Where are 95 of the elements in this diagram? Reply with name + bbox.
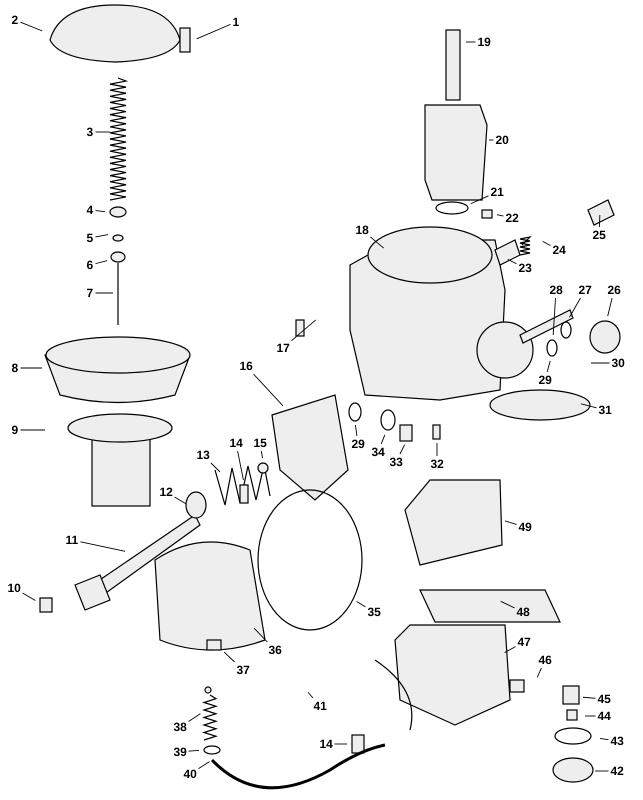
leader-line bbox=[198, 761, 210, 770]
leader-line bbox=[504, 646, 516, 654]
callout-number: 9 bbox=[10, 423, 20, 437]
leader-line bbox=[380, 434, 386, 444]
callout-number: 14 bbox=[228, 436, 244, 450]
callout-number: 2 bbox=[10, 13, 20, 27]
callout-number: 6 bbox=[86, 258, 94, 272]
leader-line bbox=[600, 738, 609, 740]
leader-line bbox=[370, 236, 384, 249]
callout-number: 26 bbox=[606, 283, 622, 297]
callout-number: 45 bbox=[596, 692, 612, 706]
leader-line bbox=[546, 360, 551, 372]
leader-line bbox=[291, 320, 316, 342]
leader-line bbox=[80, 541, 126, 552]
callout-number: 1 bbox=[232, 15, 240, 29]
leader-line bbox=[308, 692, 314, 698]
leader-line bbox=[188, 750, 200, 752]
leader-line bbox=[598, 214, 600, 228]
callout-number: 5 bbox=[86, 231, 94, 245]
callout-number: 27 bbox=[578, 283, 593, 297]
callout-number: 22 bbox=[504, 211, 520, 225]
leader-line bbox=[504, 520, 517, 525]
leader-line bbox=[22, 592, 36, 601]
callout-number: 35 bbox=[366, 605, 382, 619]
callout-number: 46 bbox=[538, 653, 553, 667]
leader-line bbox=[594, 770, 609, 772]
callout-number: 16 bbox=[238, 359, 254, 373]
callout-number: 28 bbox=[548, 283, 564, 297]
leader-line bbox=[507, 258, 517, 264]
callout-number: 11 bbox=[64, 533, 80, 547]
callout-number: 31 bbox=[598, 403, 613, 417]
callout-number: 14 bbox=[318, 737, 334, 751]
callout-number: 44 bbox=[596, 709, 612, 723]
leader-line bbox=[210, 462, 220, 472]
callout-number: 23 bbox=[518, 261, 533, 275]
callout-number: 36 bbox=[268, 643, 283, 657]
callout-number: 15 bbox=[252, 436, 268, 450]
callout-number: 37 bbox=[236, 663, 251, 677]
callout-number: 49 bbox=[518, 520, 533, 534]
leader-line bbox=[237, 450, 244, 480]
leader-line bbox=[95, 292, 114, 294]
leader-line bbox=[20, 22, 43, 32]
callout-number: 8 bbox=[10, 361, 20, 375]
callout-number: 29 bbox=[538, 373, 553, 387]
leader-line bbox=[536, 668, 542, 678]
callout-number: 21 bbox=[490, 185, 505, 199]
callout-number: 29 bbox=[350, 437, 366, 451]
callout-number: 41 bbox=[312, 699, 328, 713]
callout-number: 10 bbox=[6, 581, 22, 595]
callout-number: 3 bbox=[86, 125, 94, 139]
leader-line bbox=[356, 601, 366, 608]
leader-line bbox=[580, 403, 597, 408]
leader-line bbox=[196, 24, 231, 40]
callout-number: 43 bbox=[610, 734, 625, 748]
callout-number: 32 bbox=[430, 457, 445, 471]
leader-line bbox=[174, 496, 186, 504]
callout-number: 20 bbox=[494, 133, 510, 147]
callout-number: 39 bbox=[172, 745, 188, 759]
callout-number: 24 bbox=[552, 243, 567, 257]
leader-line bbox=[582, 696, 596, 699]
leader-line bbox=[542, 240, 551, 246]
callout-number: 34 bbox=[370, 445, 386, 459]
leader-line bbox=[224, 652, 236, 662]
callout-number: 33 bbox=[388, 455, 404, 469]
leader-line bbox=[95, 210, 106, 212]
callout-number: 12 bbox=[158, 485, 174, 499]
callout-number: 13 bbox=[196, 448, 211, 462]
leader-line bbox=[500, 600, 515, 608]
callout-number: 17 bbox=[276, 341, 291, 355]
callout-number: 4 bbox=[86, 203, 94, 217]
leader-line bbox=[590, 362, 610, 364]
callout-number: 40 bbox=[182, 767, 198, 781]
leader-line bbox=[95, 260, 108, 264]
callout-number: 19 bbox=[476, 35, 492, 49]
callout-number: 48 bbox=[516, 605, 531, 619]
leader-line bbox=[607, 298, 613, 317]
leader-line bbox=[569, 298, 581, 318]
callout-number: 38 bbox=[172, 720, 188, 734]
leader-line bbox=[354, 424, 358, 436]
leader-line bbox=[436, 442, 438, 456]
callout-number: 18 bbox=[354, 223, 370, 237]
leader-line bbox=[496, 214, 504, 217]
leader-line bbox=[252, 374, 284, 406]
callout-number: 47 bbox=[516, 635, 532, 649]
leader-line bbox=[95, 234, 108, 238]
callout-number: 30 bbox=[610, 356, 626, 370]
leader-line bbox=[470, 195, 489, 204]
leader-line bbox=[260, 450, 263, 458]
callout-number: 25 bbox=[592, 228, 607, 242]
leader-line bbox=[188, 713, 201, 722]
callout-number: 7 bbox=[86, 286, 94, 300]
leader-line bbox=[552, 298, 556, 336]
leader-line bbox=[254, 628, 268, 642]
leader-line bbox=[400, 444, 406, 454]
callout-number: 42 bbox=[610, 764, 625, 778]
